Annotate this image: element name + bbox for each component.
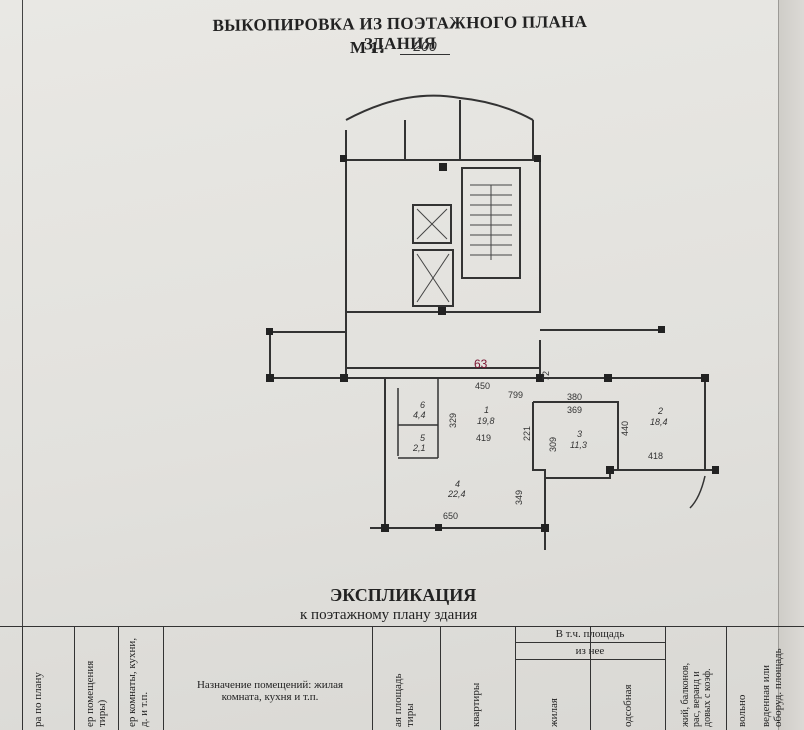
scale-value: 200 <box>400 38 450 55</box>
room-4-area: 22,4 <box>447 489 466 499</box>
column-header: жий, балконов, рас, веранд и довых с коэ… <box>680 662 713 727</box>
dimension-label: 450 <box>475 381 490 391</box>
explication-title: ЭКСПЛИКАЦИЯ <box>330 585 477 605</box>
dimension-label: 440 <box>620 421 630 436</box>
column-header: ра по плану <box>32 672 44 727</box>
bay-wall <box>345 94 534 121</box>
elevator-shaft-1 <box>412 204 452 244</box>
sheet-frame-line <box>22 0 23 730</box>
dimension-label: 72 <box>541 371 551 381</box>
room-3-area: 11,3 <box>570 440 587 450</box>
column-header: ая площадь тиры <box>392 673 416 727</box>
bay-left <box>345 120 406 161</box>
dimension-label: 418 <box>648 451 663 461</box>
dimension-label: 369 <box>567 405 582 415</box>
scale-label: М 1: <box>350 38 385 57</box>
apartment-number: 63 <box>474 357 488 371</box>
column-header: квартиры <box>470 682 482 727</box>
core-outline <box>345 159 541 313</box>
room-3-number: 3 <box>577 429 582 439</box>
room-1-number: 1 <box>484 405 489 415</box>
room-5-number: 5 <box>420 433 426 443</box>
dimension-label: 419 <box>476 433 491 443</box>
column-header: вольно <box>736 694 748 727</box>
dimension-label: 309 <box>548 437 558 452</box>
header-incl-area: В т.ч. площадь <box>555 628 625 640</box>
elevator-shaft-2 <box>412 249 454 307</box>
room-4-number: 4 <box>455 479 460 489</box>
column-header: ер помещения тиры) <box>84 660 108 727</box>
dimension-label: 380 <box>567 392 582 402</box>
room-labels: 6 4,4 1 19,8 2 18,4 3 11,3 4 22,4 5 2,1 <box>412 400 668 499</box>
dimension-label: 349 <box>514 490 524 505</box>
dimension-label: 329 <box>448 413 458 428</box>
stair-block <box>461 167 521 279</box>
room-1-area: 19,8 <box>477 416 495 426</box>
bay-right <box>459 100 534 161</box>
room-5-area: 2,1 <box>412 443 426 453</box>
column-header: веденная или оборуд. площадь <box>760 648 784 727</box>
explication-table: В т.ч. площадь из нее ра по плану ер пом… <box>0 626 804 730</box>
room-6-number: 6 <box>420 400 425 410</box>
room-2-number: 2 <box>657 406 663 416</box>
explication-subtitle: к поэтажному плану здания <box>300 607 478 623</box>
room-6-area: 4,4 <box>413 410 426 420</box>
dimension-label: 799 <box>508 390 523 400</box>
dimension-label: 650 <box>443 511 458 521</box>
dimension-labels: 450 799 72 380 369 329 419 221 309 440 4… <box>443 371 663 521</box>
room-2-area: 18,4 <box>650 417 668 427</box>
sheet-fold <box>778 0 804 730</box>
column-header: жилая <box>548 698 560 727</box>
column-header-purpose: Назначение помещений: жилая комната, кух… <box>196 679 344 703</box>
column-header: одсобная <box>622 684 634 727</box>
column-header: ер комнаты, кухни, д. и т.п. <box>126 637 150 727</box>
header-of-which: из нее <box>575 645 605 657</box>
dimension-label: 221 <box>522 426 532 441</box>
